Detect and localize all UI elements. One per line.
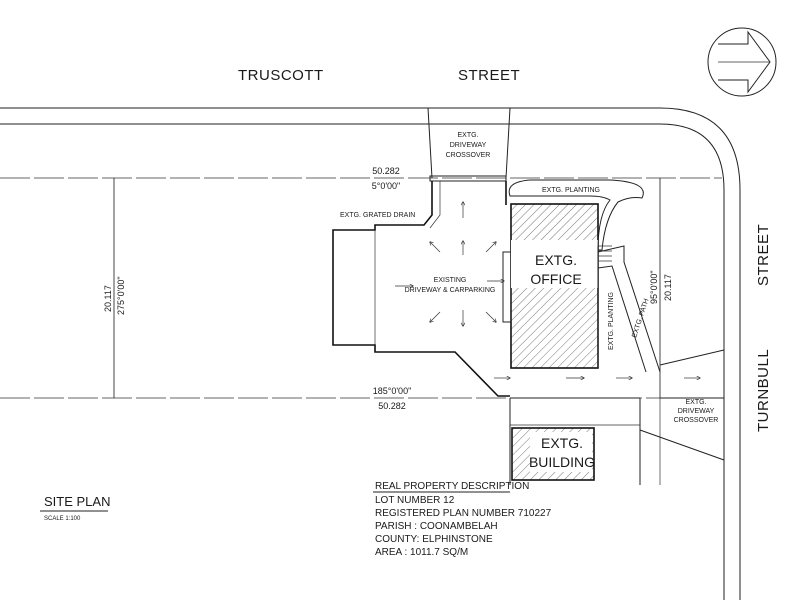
right-length-dimension: 20.117 [663, 274, 673, 301]
bottom-bearing-dimension: 185°0'00" [373, 386, 412, 396]
street-name-turnbull-suffix: STREET [755, 224, 772, 286]
carparking-label-1: EXISTING [434, 277, 467, 284]
left-length-dimension: 20.117 [103, 285, 113, 312]
crossover-right-label-2: DRIVEWAY [678, 408, 715, 415]
planting-top-label: EXTG. PLANTING [542, 187, 600, 194]
property-line-lot: LOT NUMBER 12 [375, 495, 455, 506]
site-plan-scale: SCALE 1:100 [44, 516, 81, 522]
street-kerb-lines [0, 107, 741, 600]
property-line-county: COUNTY: ELPHINSTONE [375, 534, 493, 545]
dimension-lines [113, 178, 661, 398]
grated-drain-label: EXTG. GRATED DRAIN [340, 212, 415, 219]
building-label-2: BUILDING [529, 454, 595, 470]
planting-and-path [508, 179, 661, 373]
carpark-outline [332, 181, 510, 397]
crossover-right-label-3: CROSSOVER [674, 417, 719, 424]
planting-side-label: EXTG. PLANTING [608, 292, 615, 350]
crossover-top-label-3: CROSSOVER [446, 152, 491, 159]
crossover-top-label-2: DRIVEWAY [450, 142, 487, 149]
top-length-dimension: 50.282 [372, 166, 400, 176]
left-bearing-dimension: 275°0'00" [116, 276, 126, 315]
office-building [502, 203, 599, 369]
street-name-turnbull: TURNBULL [755, 349, 772, 432]
neighbour-building [509, 397, 641, 485]
property-line-parish: PARISH : COONAMBELAH [375, 521, 498, 532]
driveway-crossover-right [639, 349, 725, 461]
bottom-length-dimension: 50.282 [378, 401, 406, 411]
site-plan-title: SITE PLAN [44, 494, 110, 509]
property-heading: REAL PROPERTY DESCRIPTION [375, 481, 529, 492]
driveway-crossover-top [427, 107, 511, 182]
building-label-1: EXTG. [541, 435, 583, 451]
carparking-label-2: DRIVEWAY & CARPARKING [405, 287, 496, 294]
top-bearing-dimension: 5°0'00" [372, 181, 401, 191]
north-arrow-icon [707, 27, 777, 97]
office-label-2: OFFICE [530, 271, 581, 287]
crossover-right-label-1: EXTG. [685, 399, 706, 406]
traffic-arrows [395, 202, 700, 378]
street-name-truscott: TRUSCOTT [238, 67, 324, 84]
office-label-1: EXTG. [535, 252, 577, 268]
property-line-area: AREA : 1011.7 SQ/M [375, 547, 468, 558]
crossover-top-label-1: EXTG. [457, 132, 478, 139]
property-line-plan: REGISTERED PLAN NUMBER 710227 [375, 508, 552, 519]
street-name-truscott-suffix: STREET [458, 67, 520, 84]
right-bearing-dimension: 95°0'00" [649, 270, 659, 304]
